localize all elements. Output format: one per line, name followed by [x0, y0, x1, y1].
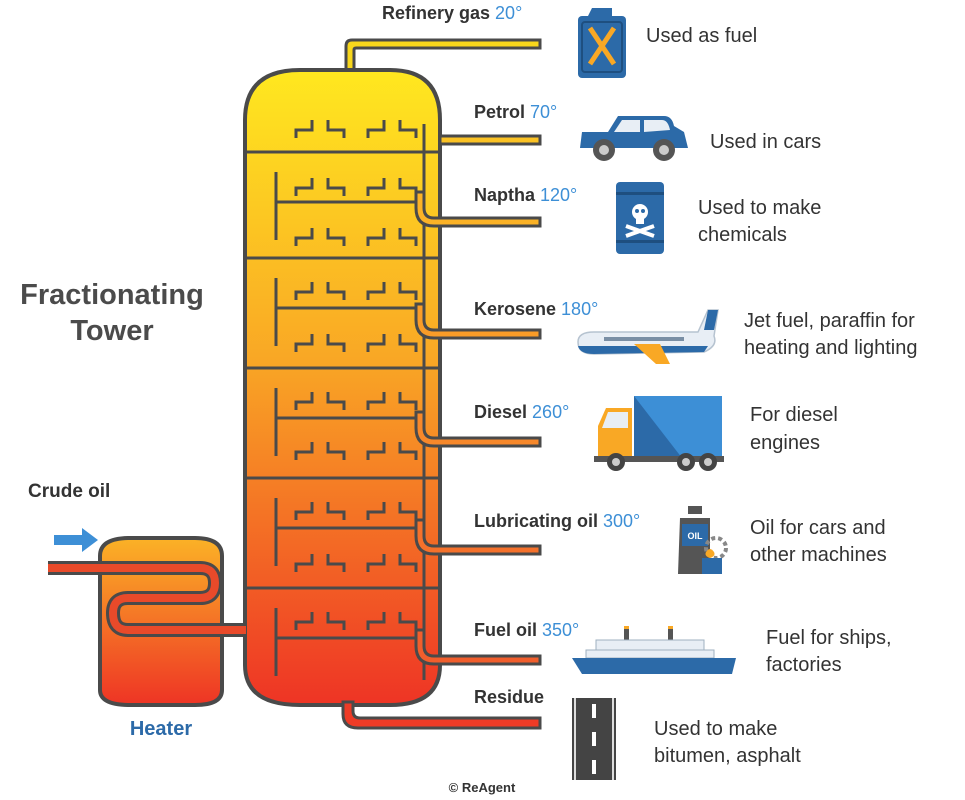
tray-riser	[274, 608, 418, 676]
title-line-1: Fractionating	[20, 279, 204, 311]
oil-bottle-icon: OIL	[678, 506, 728, 574]
title-line-2: Tower	[70, 315, 153, 347]
fraction-use-text: Used to make	[654, 718, 777, 740]
fraction-use-text: heating and lighting	[744, 337, 917, 359]
fraction-use-text: For diesel	[750, 404, 838, 426]
fraction-temp: 260°	[527, 402, 569, 422]
bubble-cap	[294, 334, 346, 352]
tower-body	[243, 68, 442, 707]
refinery-gas-pipe	[344, 38, 542, 80]
bubble-cap	[366, 178, 418, 196]
fuel-can-icon	[578, 8, 626, 78]
fraction-name: Refinery gas	[382, 3, 490, 23]
tray-riser	[274, 498, 418, 566]
tray-riser	[274, 278, 418, 346]
airplane-icon	[577, 309, 719, 364]
bubble-cap	[366, 554, 418, 572]
copyright: © ReAgent	[449, 780, 516, 795]
fraction-use-text: Fuel for ships,	[766, 627, 892, 649]
output-pipe	[414, 410, 542, 448]
fraction-label: Fuel oil 350°	[474, 620, 579, 640]
fraction-label: Lubricating oil 300°	[474, 511, 640, 531]
car-icon	[580, 116, 688, 161]
toxic-barrel-icon	[616, 182, 664, 254]
fraction-use-text: bitumen, asphalt	[654, 745, 801, 767]
fraction-temp: 120°	[535, 185, 577, 205]
bubble-cap	[294, 392, 346, 410]
fraction-temp: 20°	[490, 3, 522, 23]
fraction-name: Petrol	[474, 102, 525, 122]
fraction-use-text: Used as fuel	[646, 25, 757, 47]
bubble-cap	[294, 442, 346, 460]
heater-label: Heater	[130, 718, 192, 740]
residue-pipe	[341, 700, 542, 730]
road-icon	[572, 698, 616, 780]
truck-icon	[594, 396, 724, 471]
fraction-label: Kerosene 180°	[474, 299, 598, 319]
fraction-temp: 350°	[537, 620, 579, 640]
ship-icon	[572, 626, 736, 674]
bubble-cap	[294, 612, 346, 630]
bubble-cap	[294, 502, 346, 520]
fraction-use-text: Oil for cars and	[750, 517, 886, 539]
bubble-cap	[366, 612, 418, 630]
fraction-use-text: other machines	[750, 544, 887, 566]
bubble-cap	[366, 120, 418, 138]
fraction-use-text: Jet fuel, paraffin for	[744, 310, 915, 332]
fraction-label: Residue	[474, 687, 544, 707]
output-pipe	[414, 518, 542, 556]
tower-internals	[246, 120, 439, 680]
bubble-cap	[366, 282, 418, 300]
fraction-name: Residue	[474, 687, 544, 707]
crude-oil-label: Crude oil	[28, 481, 110, 502]
fraction-name: Kerosene	[474, 299, 556, 319]
bubble-cap	[366, 334, 418, 352]
bubble-cap	[294, 178, 346, 196]
fraction-use-text: engines	[750, 432, 820, 454]
output-pipe	[414, 302, 542, 340]
fraction-name: Fuel oil	[474, 620, 537, 640]
fraction-label: Refinery gas 20°	[382, 3, 522, 23]
fraction-label: Diesel 260°	[474, 402, 569, 422]
bubble-cap	[294, 228, 346, 246]
fraction-use-text: Used to make	[698, 197, 821, 219]
bubble-cap	[294, 554, 346, 572]
fraction-outputs: Refinery gas 20° Petrol 70° Naptha 120° Ker…	[382, 3, 640, 707]
bubble-cap	[366, 228, 418, 246]
fraction-name: Lubricating oil	[474, 511, 598, 531]
fraction-name: Diesel	[474, 402, 527, 422]
fraction-temp: 300°	[598, 511, 640, 531]
bubble-cap	[366, 442, 418, 460]
fraction-temp: 180°	[556, 299, 598, 319]
fraction-label: Naptha 120°	[474, 185, 577, 205]
crude-oil-arrow-icon	[54, 528, 98, 552]
fraction-use-text: Used in cars	[710, 131, 821, 153]
bubble-cap	[366, 502, 418, 520]
bubble-cap	[294, 120, 346, 138]
output-pipe	[438, 134, 542, 146]
fraction-temp: 70°	[525, 102, 557, 122]
output-pipe	[414, 190, 542, 228]
tray-riser	[274, 172, 418, 240]
tray-riser	[274, 388, 418, 456]
bubble-cap	[294, 282, 346, 300]
fraction-label: Petrol 70°	[474, 102, 557, 122]
fraction-name: Naptha	[474, 185, 536, 205]
heater	[48, 536, 246, 707]
bubble-cap	[366, 392, 418, 410]
oil-bottle-label: OIL	[688, 531, 704, 541]
output-pipe	[414, 628, 542, 666]
fraction-use-text: chemicals	[698, 224, 787, 246]
fraction-use-text: factories	[766, 654, 842, 676]
